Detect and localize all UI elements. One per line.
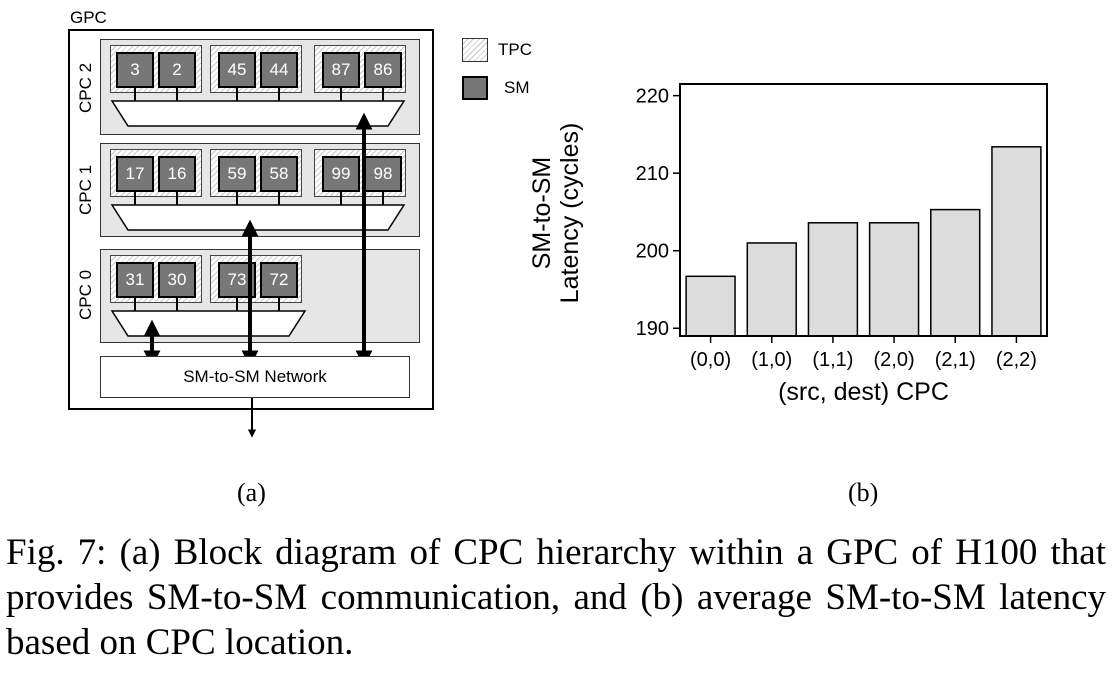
sm-block: 87: [322, 52, 360, 88]
figure-caption: Fig. 7: (a) Block diagram of CPC hierarc…: [6, 532, 1106, 663]
sm-block: 3: [116, 52, 154, 88]
sm-block: 17: [116, 156, 154, 192]
sm-block: 86: [364, 52, 402, 88]
sm-block: 16: [158, 156, 196, 192]
plot-frame: [679, 83, 1048, 337]
diagram-connections: [110, 88, 406, 438]
sm-block: 59: [218, 156, 256, 192]
sm-block: 31: [116, 262, 154, 298]
x-tick-label: (1,0): [751, 349, 792, 371]
cpc-1-crossbar: [110, 204, 406, 231]
y-tick-label: 210: [636, 163, 669, 185]
gpc-label: GPC: [70, 8, 107, 27]
cpc-0-stubs: [134, 298, 280, 311]
panel-a-label: (a): [237, 478, 266, 507]
sm-block: 30: [158, 262, 196, 298]
cpc-1-stubs: [134, 192, 384, 205]
x-tick-label: (2,0): [874, 349, 915, 371]
bars-group: [685, 146, 1042, 337]
y-axis-label-line-1: SM-to-SM: [528, 156, 556, 270]
legend-tpc-label: TPC: [498, 40, 532, 59]
y-ticks: 190 200 210 220: [636, 86, 680, 340]
sm-block: 72: [260, 262, 298, 298]
cpc-2-stubs: [134, 88, 384, 101]
bar-(1,1): [807, 222, 859, 337]
y-tick-label: 220: [636, 86, 669, 108]
sm-block: 58: [260, 156, 298, 192]
bar-(0,0): [685, 275, 736, 337]
bar-(2,2): [991, 146, 1042, 337]
x-tick-label: (2,2): [996, 349, 1037, 371]
x-ticks: (0,0) (1,0) (1,1) (2,0) (2,1) (2,2): [690, 336, 1037, 371]
x-tick-label: (0,0): [690, 349, 731, 371]
latency-chart: 190 200 210 220 (0,0) (1,0) (1,1) (2,0) (2,1) (2…: [636, 83, 1048, 371]
x-tick-label: (2,1): [935, 349, 976, 371]
legend-tpc-swatch: [462, 38, 488, 62]
bar-(2,1): [930, 208, 981, 337]
legend-sm-swatch: [462, 76, 488, 100]
bar-(1,0): [746, 242, 797, 337]
x-axis-label: (src, dest) CPC: [778, 378, 949, 406]
y-axis-label-line-2: Latency (cycles): [556, 122, 584, 304]
legend-sm-label: SM: [504, 78, 530, 97]
sm-to-sm-network: SM-to-SM Network: [100, 356, 410, 398]
sm-block: 44: [260, 52, 298, 88]
sm-block: 45: [218, 52, 256, 88]
x-tick-label: (1,1): [812, 349, 853, 371]
cpc-2-crossbar: [110, 100, 406, 127]
bar-(2,0): [868, 222, 920, 337]
panel-b-label: (b): [848, 478, 879, 507]
sm-block: 2: [158, 52, 196, 88]
y-tick-label: 190: [636, 318, 669, 340]
y-tick-label: 200: [636, 241, 669, 263]
